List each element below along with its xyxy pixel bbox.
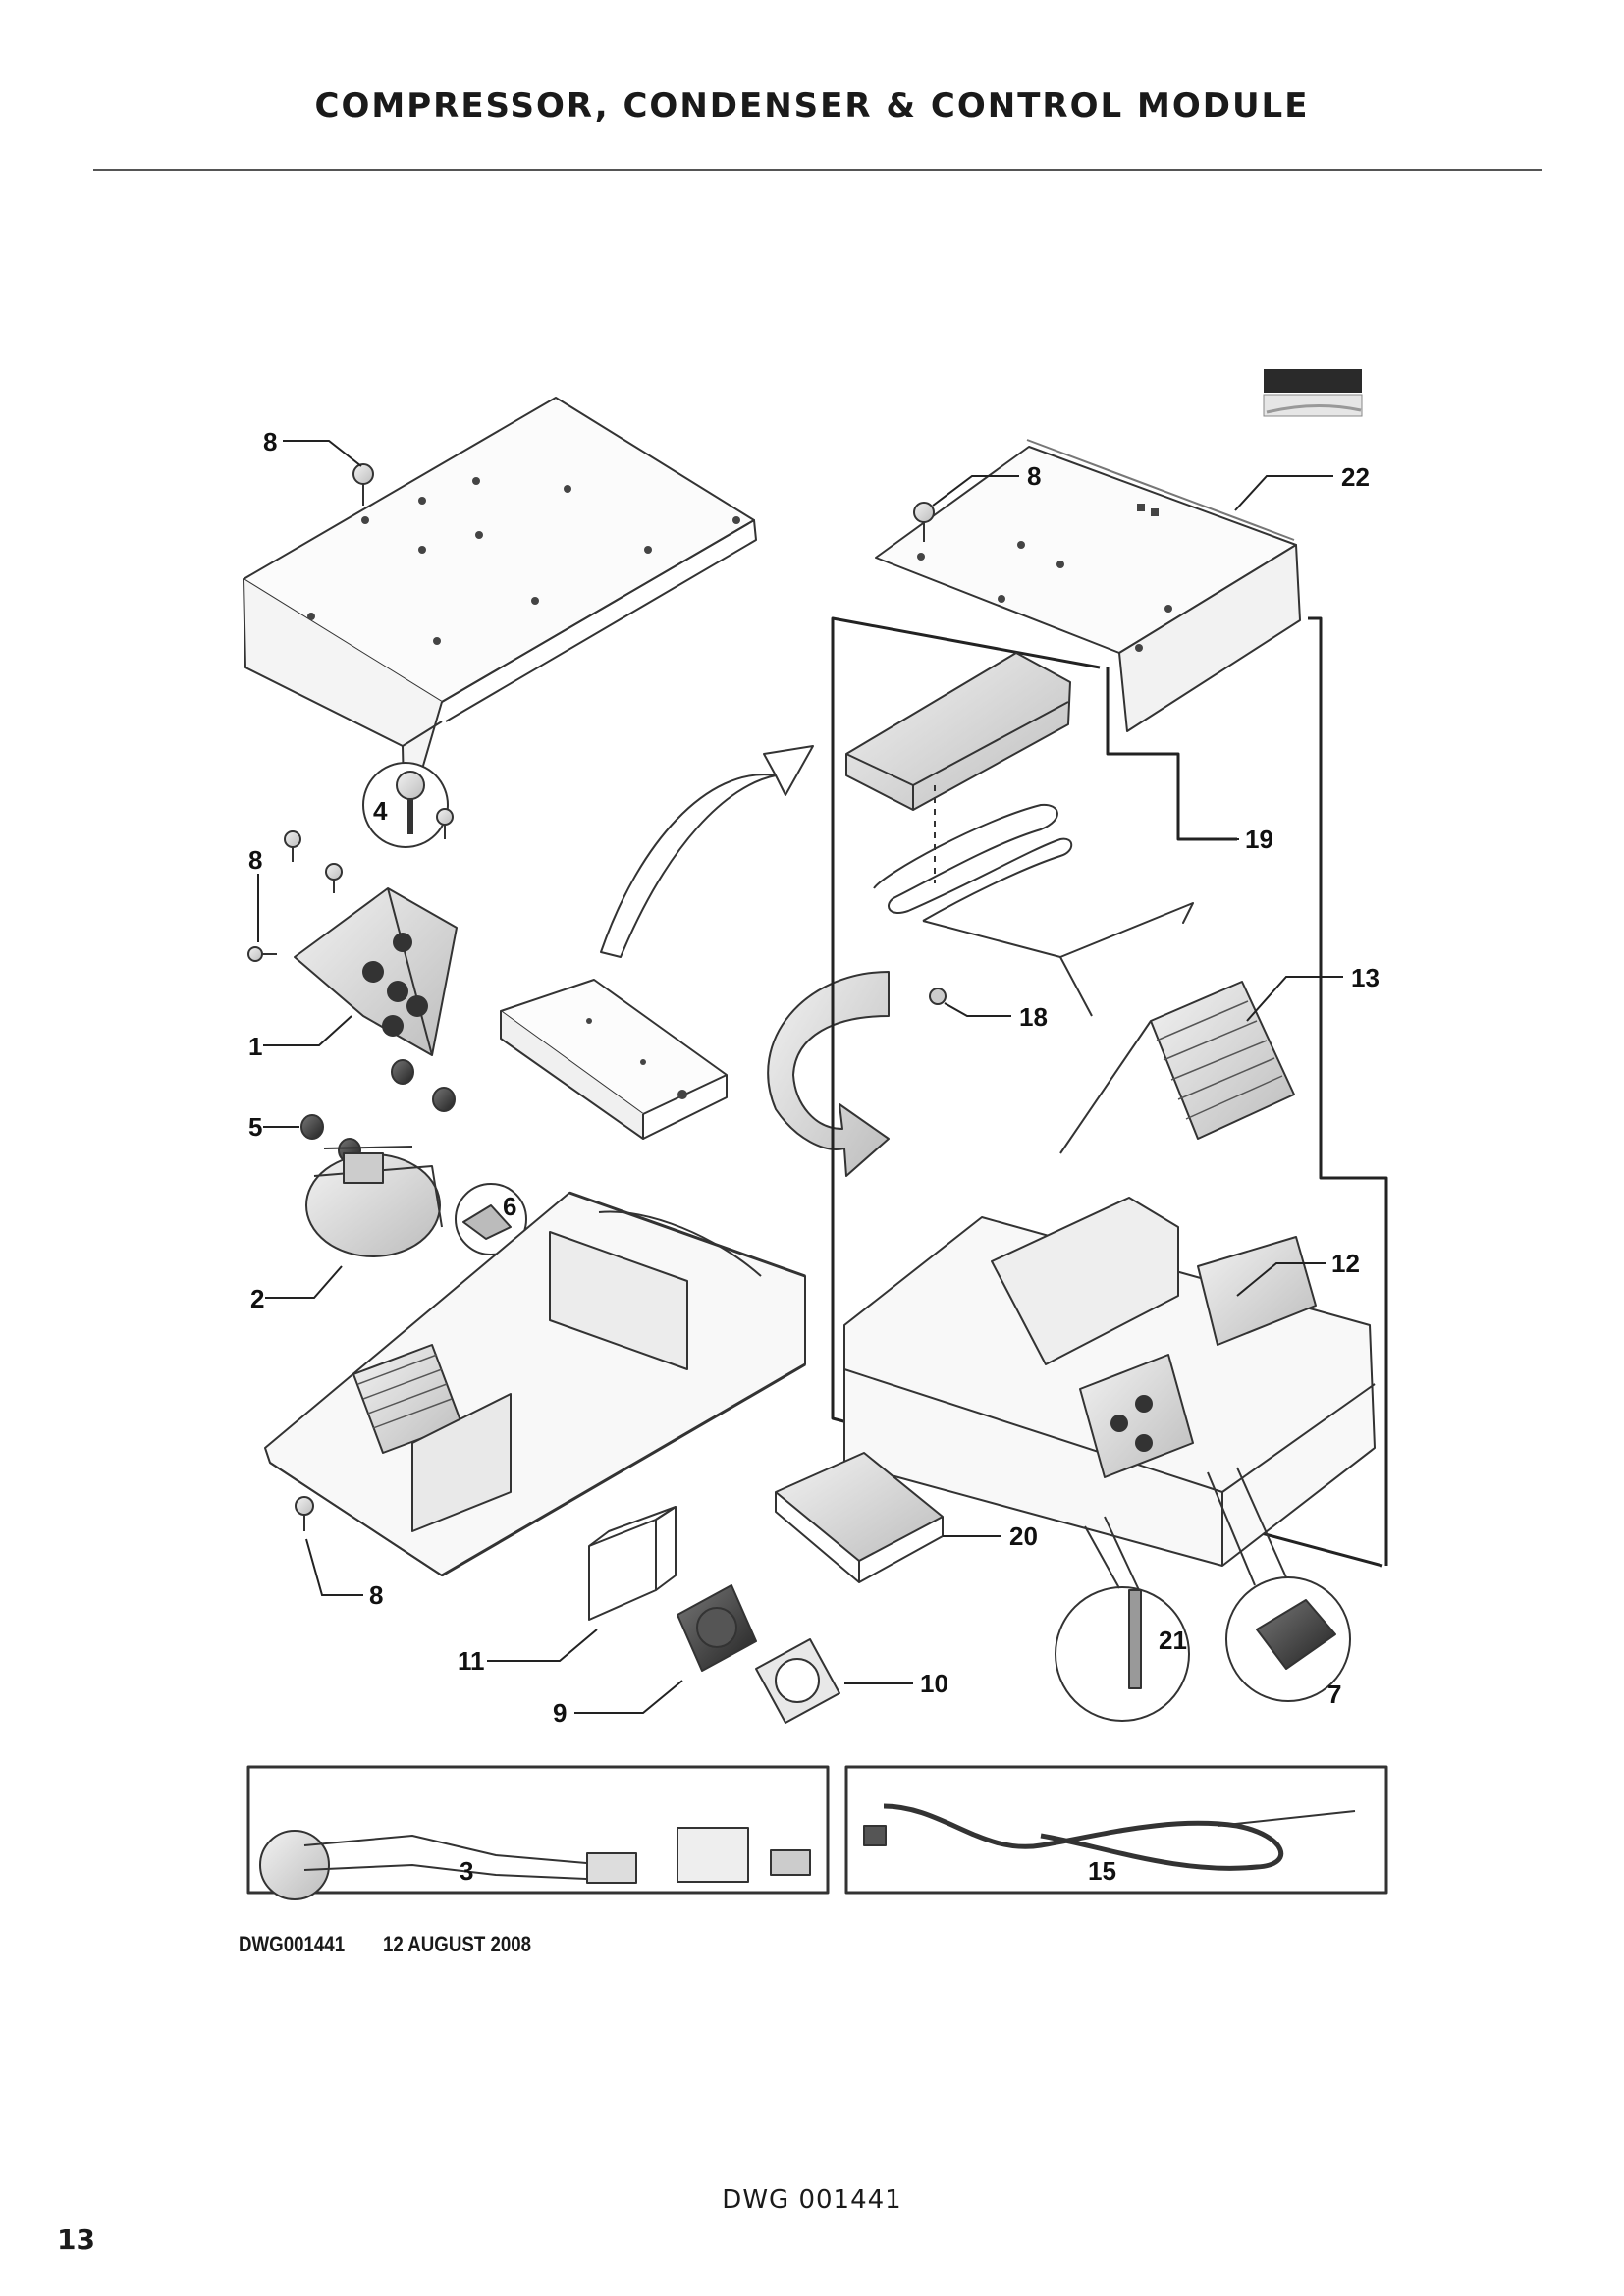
- item-9-fan: [677, 1584, 757, 1672]
- callout-4: 4: [373, 796, 388, 826]
- leader-9: [574, 1680, 683, 1714]
- leader-22: [1234, 475, 1333, 511]
- leader-8-top-left: [283, 440, 362, 467]
- assembly-arrow-down: [767, 971, 890, 1177]
- page-title: COMPRESSOR, CONDENSER & CONTROL MODULE: [314, 86, 1310, 126]
- leader-1: [263, 1015, 352, 1046]
- drawing-number-label: DWG001441: [239, 1932, 346, 1956]
- callout-15: 15: [1088, 1856, 1116, 1886]
- heater-element: [873, 803, 1194, 1017]
- callout-6: 6: [503, 1192, 516, 1221]
- callout-20: 20: [1009, 1522, 1038, 1551]
- callout-1: 1: [248, 1032, 262, 1061]
- item-7-connector-zoom: [1207, 1467, 1351, 1702]
- leader-12: [1236, 1262, 1326, 1297]
- callout-21: 21: [1159, 1626, 1187, 1655]
- title-divider: [93, 169, 1542, 171]
- screw-8-top-left: [352, 463, 374, 506]
- leader-11: [487, 1629, 598, 1662]
- callout-3: 3: [460, 1856, 473, 1886]
- callout-22: 22: [1341, 462, 1370, 492]
- callout-13: 13: [1351, 963, 1380, 992]
- callout-7: 7: [1327, 1680, 1341, 1709]
- callout-9: 9: [553, 1698, 567, 1728]
- screw-8-left: [247, 946, 277, 962]
- item-2-compressor: [305, 1146, 443, 1257]
- page-number: 13: [57, 2223, 95, 2256]
- item-21-sensor-zoom: [1055, 1516, 1190, 1722]
- callout-12: 12: [1331, 1249, 1360, 1278]
- item-4-screw-zoom: [284, 762, 454, 893]
- callout-8-top-left: 8: [263, 427, 277, 456]
- main-base-left: [264, 1191, 806, 1577]
- item-11-fan-shroud: [588, 1506, 677, 1621]
- item-10-fan-gasket: [755, 1638, 840, 1724]
- control-module-cover: [500, 979, 728, 1140]
- item-1-compressor-bracket: [294, 887, 458, 1056]
- callout-19: 19: [1245, 825, 1273, 854]
- drawing-date-label: 12 AUGUST 2008: [383, 1932, 532, 1956]
- fisher-paykel-logo: [1263, 369, 1363, 417]
- leader-8-bottom: [305, 1538, 363, 1596]
- harness-box-3: [246, 1765, 830, 1900]
- footer-drawing-number: DWG 001441: [722, 2185, 902, 2215]
- screw-8-bottom: [295, 1496, 314, 1531]
- callout-8-top-right: 8: [1027, 461, 1041, 491]
- screw-8-top-right: [913, 502, 935, 542]
- item-13-condenser: [1059, 981, 1295, 1154]
- item-20-control-board: [775, 1452, 944, 1583]
- assembly-arrow-up: [600, 745, 814, 958]
- item-6-clip-zoom: [455, 1183, 527, 1255]
- callout-8-left: 8: [248, 845, 262, 875]
- callout-2: 2: [250, 1284, 264, 1313]
- control-box-lid: [845, 652, 1071, 883]
- callout-8-bottom: 8: [369, 1580, 383, 1610]
- item-5-grommets: [300, 1059, 456, 1163]
- callout-5: 5: [248, 1112, 262, 1142]
- callout-11: 11: [458, 1646, 485, 1676]
- top-cover-left: [243, 397, 757, 830]
- callout-18: 18: [1019, 1002, 1048, 1032]
- harness-box-15: [844, 1765, 1388, 1895]
- leader-8-top-right: [932, 475, 1019, 507]
- callout-10: 10: [920, 1669, 948, 1698]
- top-cover-right-22: [875, 439, 1301, 732]
- leader-18: [944, 1002, 1011, 1017]
- leader-13: [1246, 976, 1343, 1022]
- leader-2: [265, 1265, 343, 1299]
